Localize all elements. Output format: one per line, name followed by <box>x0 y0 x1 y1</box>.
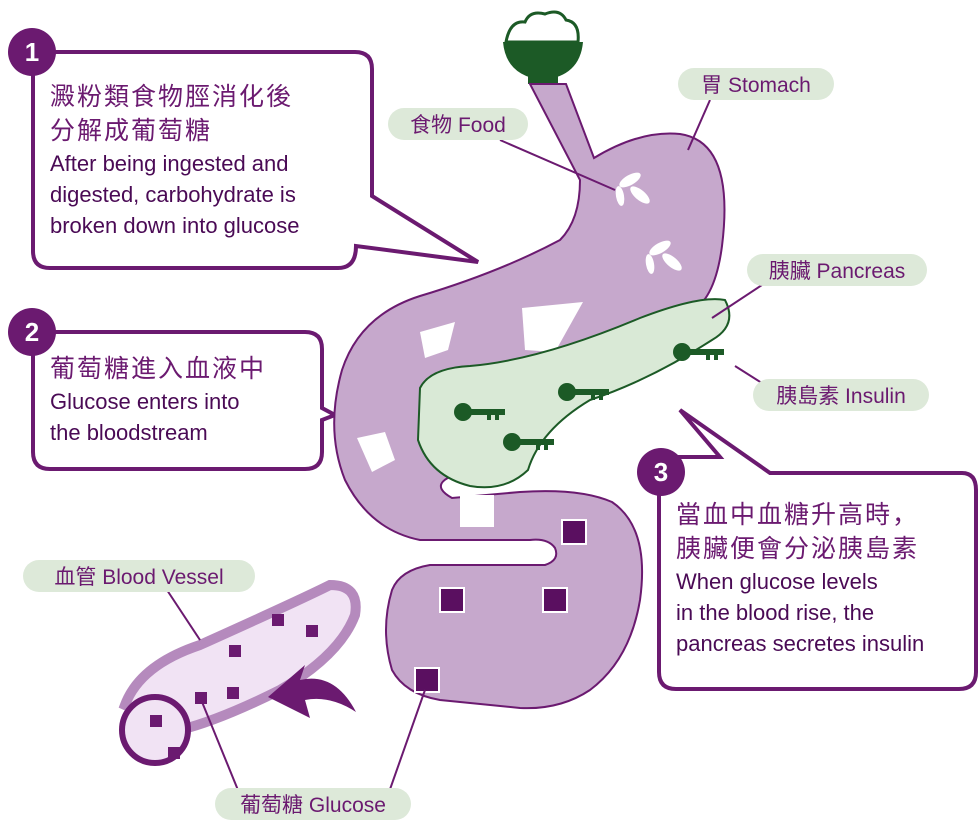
step-2-en-line1: Glucose enters into <box>50 386 320 417</box>
step-1-zh-line2: 分解成葡萄糖 <box>50 114 370 148</box>
step-3-text: 當血中血糖升高時， 胰臟便會分泌胰島素 When glucose levels … <box>676 498 976 659</box>
step-1-zh-line1: 澱粉類食物脛消化後 <box>50 80 370 114</box>
label-insulin: 胰島素 Insulin <box>753 379 929 411</box>
glucose-cube-icon <box>415 668 439 692</box>
label-stomach: 胃 Stomach <box>678 68 834 100</box>
label-food: 食物 Food <box>388 108 528 140</box>
step-2-text: 葡萄糖進入血液中 Glucose enters into the bloodst… <box>50 352 320 448</box>
label-glucose: 葡萄糖 Glucose <box>215 788 411 820</box>
glucose-cube-icon <box>543 588 567 612</box>
step-2-zh-line1: 葡萄糖進入血液中 <box>50 352 320 386</box>
step-3-zh-line2: 胰臟便會分泌胰島素 <box>676 532 976 566</box>
step-2-number: 2 <box>8 308 56 356</box>
glucose-cube-icon <box>562 520 586 544</box>
step-3-en-line3: pancreas secretes insulin <box>676 628 976 659</box>
rice-bowl-icon <box>503 12 583 84</box>
step-1-text: 澱粉類食物脛消化後 分解成葡萄糖 After being ingested an… <box>50 80 370 241</box>
step-3-zh-line1: 當血中血糖升高時， <box>676 498 976 532</box>
step-1-number: 1 <box>8 28 56 76</box>
step-3-en-line1: When glucose levels <box>676 566 976 597</box>
step-3-en-line2: in the blood rise, the <box>676 597 976 628</box>
step-1-en-line3: broken down into glucose <box>50 210 370 241</box>
food-piece <box>460 495 494 527</box>
step-1-en-line1: After being ingested and <box>50 148 370 179</box>
glucose-cube-icon <box>440 588 464 612</box>
leader-line-vessel <box>165 587 200 640</box>
step-3-number: 3 <box>637 448 685 496</box>
label-pancreas: 胰臟 Pancreas <box>747 254 927 286</box>
step-1-en-line2: digested, carbohydrate is <box>50 179 370 210</box>
step-2-en-line2: the bloodstream <box>50 417 320 448</box>
blood-vessel <box>122 585 356 763</box>
label-blood-vessel: 血管 Blood Vessel <box>23 560 255 592</box>
leader-line-glucose-gut <box>388 690 425 795</box>
